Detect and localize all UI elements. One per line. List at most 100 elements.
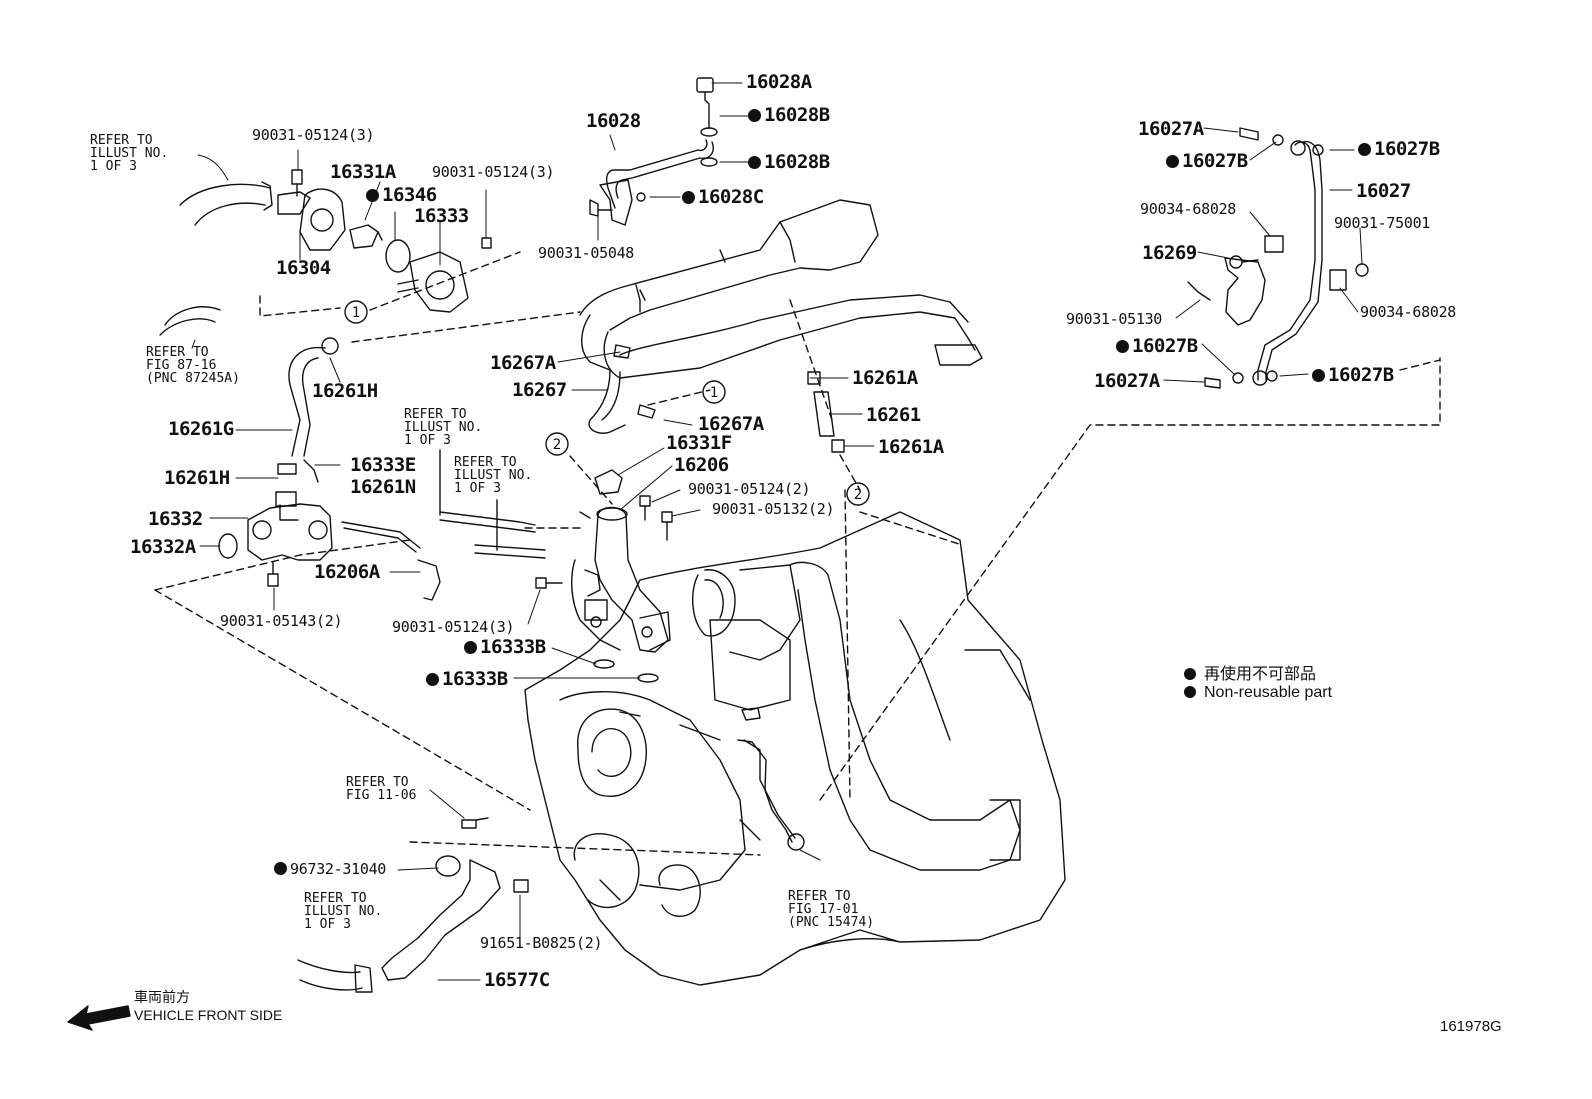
label-16269: 16269 — [1142, 244, 1197, 263]
label-text: 16267A — [490, 352, 556, 374]
label-text: 90031-05124(3) — [432, 163, 555, 181]
dashed-leaders — [154, 251, 1441, 856]
label-90031-05124-3b: 90031-05124(3) — [432, 163, 555, 181]
label-text: 16331A — [330, 161, 396, 183]
label-16027A-bot: 16027A — [1094, 372, 1160, 391]
label-16261: 16261 — [866, 406, 921, 425]
label-16028B-2: 16028B — [748, 153, 830, 172]
label-16028A: 16028A — [746, 73, 812, 92]
label-16333B-2: 16333B — [426, 670, 508, 689]
label-90031-05124-3a: 90031-05124(3) — [252, 128, 375, 143]
engine-block — [524, 511, 1066, 986]
label-16206A: 16206A — [314, 563, 380, 582]
label-text: 16577C — [484, 969, 550, 991]
label-text: 16261H — [312, 380, 378, 402]
label-16332: 16332 — [148, 510, 203, 529]
label-text: 16331F — [666, 432, 732, 454]
label-90031-05048: 90031-05048 — [538, 246, 634, 261]
non-reusable-dot-icon — [1312, 369, 1325, 382]
label-16267: 16267 — [512, 381, 567, 400]
label-16331F: 16331F — [666, 434, 732, 453]
label-16333E: 16333E — [350, 456, 416, 475]
label-16304: 16304 — [276, 259, 331, 278]
refer-note-illust-3: REFER TO ILLUST NO. 1 OF 3 — [454, 455, 533, 496]
bolts-misc — [297, 707, 805, 993]
hose-16261 — [807, 371, 845, 453]
label-text: 16028C — [698, 186, 764, 208]
label-text: 16027B — [1374, 138, 1440, 160]
refer-note-illust-2: REFER TO ILLUST NO. 1 OF 3 — [404, 407, 483, 448]
label-text: 16028B — [764, 151, 830, 173]
label-text: 16261 — [866, 404, 921, 426]
label-16577C: 16577C — [484, 971, 550, 990]
label-text: 90034-68028 — [1360, 303, 1457, 321]
circled-callouts — [344, 300, 870, 506]
label-90031-05143-2: 90031-05143(2) — [220, 612, 343, 630]
label-90031-05124-2: 90031-05124(2) — [688, 480, 811, 498]
water-outlet-16206 — [535, 469, 673, 683]
label-16027B-3: 16027B — [1116, 337, 1198, 356]
label-96732-31040: 96732-31040 — [274, 862, 386, 877]
pipe-16027 — [1187, 127, 1369, 389]
callout-2a: 2 — [553, 437, 561, 453]
label-90034-68028-a: 90034-68028 — [1140, 202, 1236, 217]
pipe-16028 — [589, 77, 718, 226]
non-reusable-dot-icon — [748, 156, 761, 169]
label-16027B-2: 16027B — [1358, 140, 1440, 159]
label-16028C: 16028C — [682, 188, 764, 207]
label-text: 16261A — [852, 367, 918, 389]
label-text: 16304 — [276, 257, 331, 279]
label-16261H-mid: 16261H — [164, 469, 230, 488]
vehicle-front-en: VEHICLE FRONT SIDE — [134, 1007, 283, 1023]
legend-text: Non-reusable part — [1204, 684, 1333, 701]
label-text: 16332 — [148, 508, 203, 530]
label-16333B-1: 16333B — [464, 638, 546, 657]
label-16332A: 16332A — [130, 538, 196, 557]
refer-note-fig-17-01: REFER TO FIG 17-01 (PNC 15474) — [788, 889, 875, 930]
label-90031-05132-2: 90031-05132(2) — [712, 500, 835, 518]
label-text: 16333B — [442, 668, 508, 690]
label-text: 90031-05124(2) — [688, 480, 811, 498]
label-text: 90031-75001 — [1334, 214, 1431, 232]
non-reusable-dot-icon — [748, 109, 761, 122]
non-reusable-dot-icon — [1358, 143, 1371, 156]
non-reusable-dot-icon — [464, 641, 477, 654]
label-text: 90034-68028 — [1140, 200, 1237, 218]
figure-id: 161978G — [1440, 1018, 1502, 1035]
label-text: 16332A — [130, 536, 196, 558]
vehicle-front-ja: 車両前方 — [134, 989, 190, 1005]
label-text: 90031-05132(2) — [712, 500, 835, 518]
hose-16261G — [159, 306, 339, 475]
label-text: 16027B — [1132, 335, 1198, 357]
label-16027A-top: 16027A — [1138, 120, 1204, 139]
legend-text: 再使用不可部品 — [1204, 666, 1317, 683]
refer-note-fig-11-06: REFER TO FIG 11-06 — [346, 775, 417, 803]
label-text: 16027 — [1356, 180, 1411, 202]
label-text: 90031-05124(3) — [392, 618, 515, 636]
label-text: 16027A — [1138, 118, 1204, 140]
refer-hoses-mid — [439, 449, 546, 559]
label-16206: 16206 — [674, 456, 729, 475]
hose-16267 — [588, 344, 656, 434]
non-reusable-dot-icon — [366, 189, 379, 202]
non-reusable-dot-icon — [1184, 668, 1196, 680]
coolant-pipe-assembly — [579, 199, 983, 379]
label-text: 16261A — [878, 436, 944, 458]
label-text: 90031-05143(2) — [220, 612, 343, 630]
label-text: 16333 — [414, 205, 469, 227]
label-16027B-1: 16027B — [1166, 152, 1248, 171]
label-text: 96732-31040 — [290, 860, 387, 878]
refer-note-illust-1: REFER TO ILLUST NO. 1 OF 3 — [90, 133, 169, 174]
label-text: 16206 — [674, 454, 729, 476]
label-text: 16206A — [314, 561, 380, 583]
refer-note-illust-4: REFER TO ILLUST NO. 1 OF 3 — [304, 891, 383, 932]
non-reusable-dot-icon — [1166, 155, 1179, 168]
callout-1a: 1 — [352, 305, 360, 321]
label-16261A-top: 16261A — [852, 369, 918, 388]
label-16027B-4: 16027B — [1312, 366, 1394, 385]
label-text: 16269 — [1142, 242, 1197, 264]
callout-1b: 1 — [710, 385, 718, 401]
label-text: 16267A — [698, 413, 764, 435]
non-reusable-dot-icon — [682, 191, 695, 204]
label-16261A-bot: 16261A — [878, 438, 944, 457]
